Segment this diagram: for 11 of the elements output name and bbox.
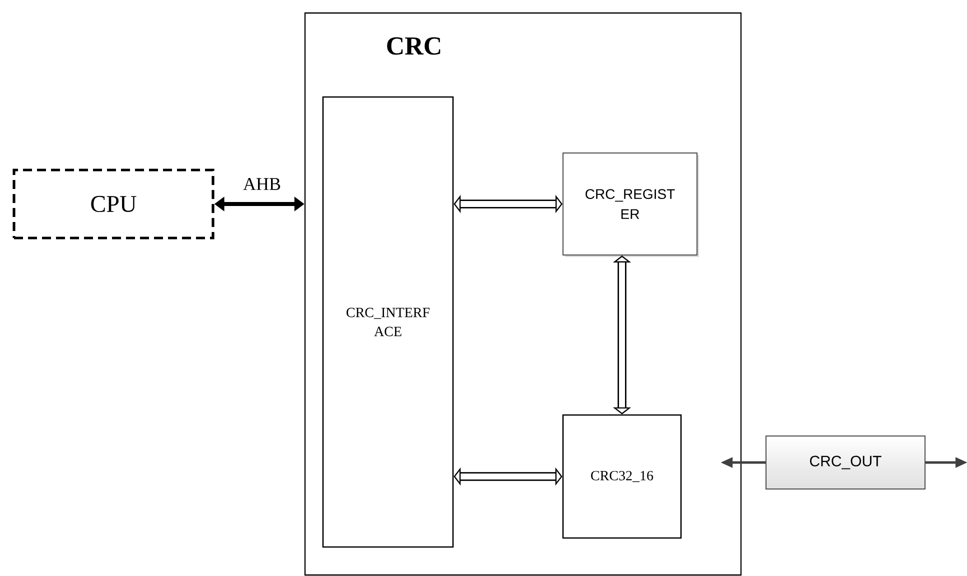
output-box: CRC_OUT: [766, 436, 926, 490]
arrow: [612, 256, 632, 414]
interface-box: CRC_INTERF ACE: [322, 96, 454, 548]
register-box: CRC_REGIST ER: [562, 152, 699, 257]
module-title: CRC: [387, 37, 440, 55]
dashed-box: CPU: [12, 168, 214, 240]
edge-label: AHB: [243, 178, 280, 190]
module-box: CRC32_16: [562, 414, 682, 539]
arrow: [454, 194, 562, 214]
module-box: [304, 12, 742, 576]
arrow: [454, 467, 562, 486]
